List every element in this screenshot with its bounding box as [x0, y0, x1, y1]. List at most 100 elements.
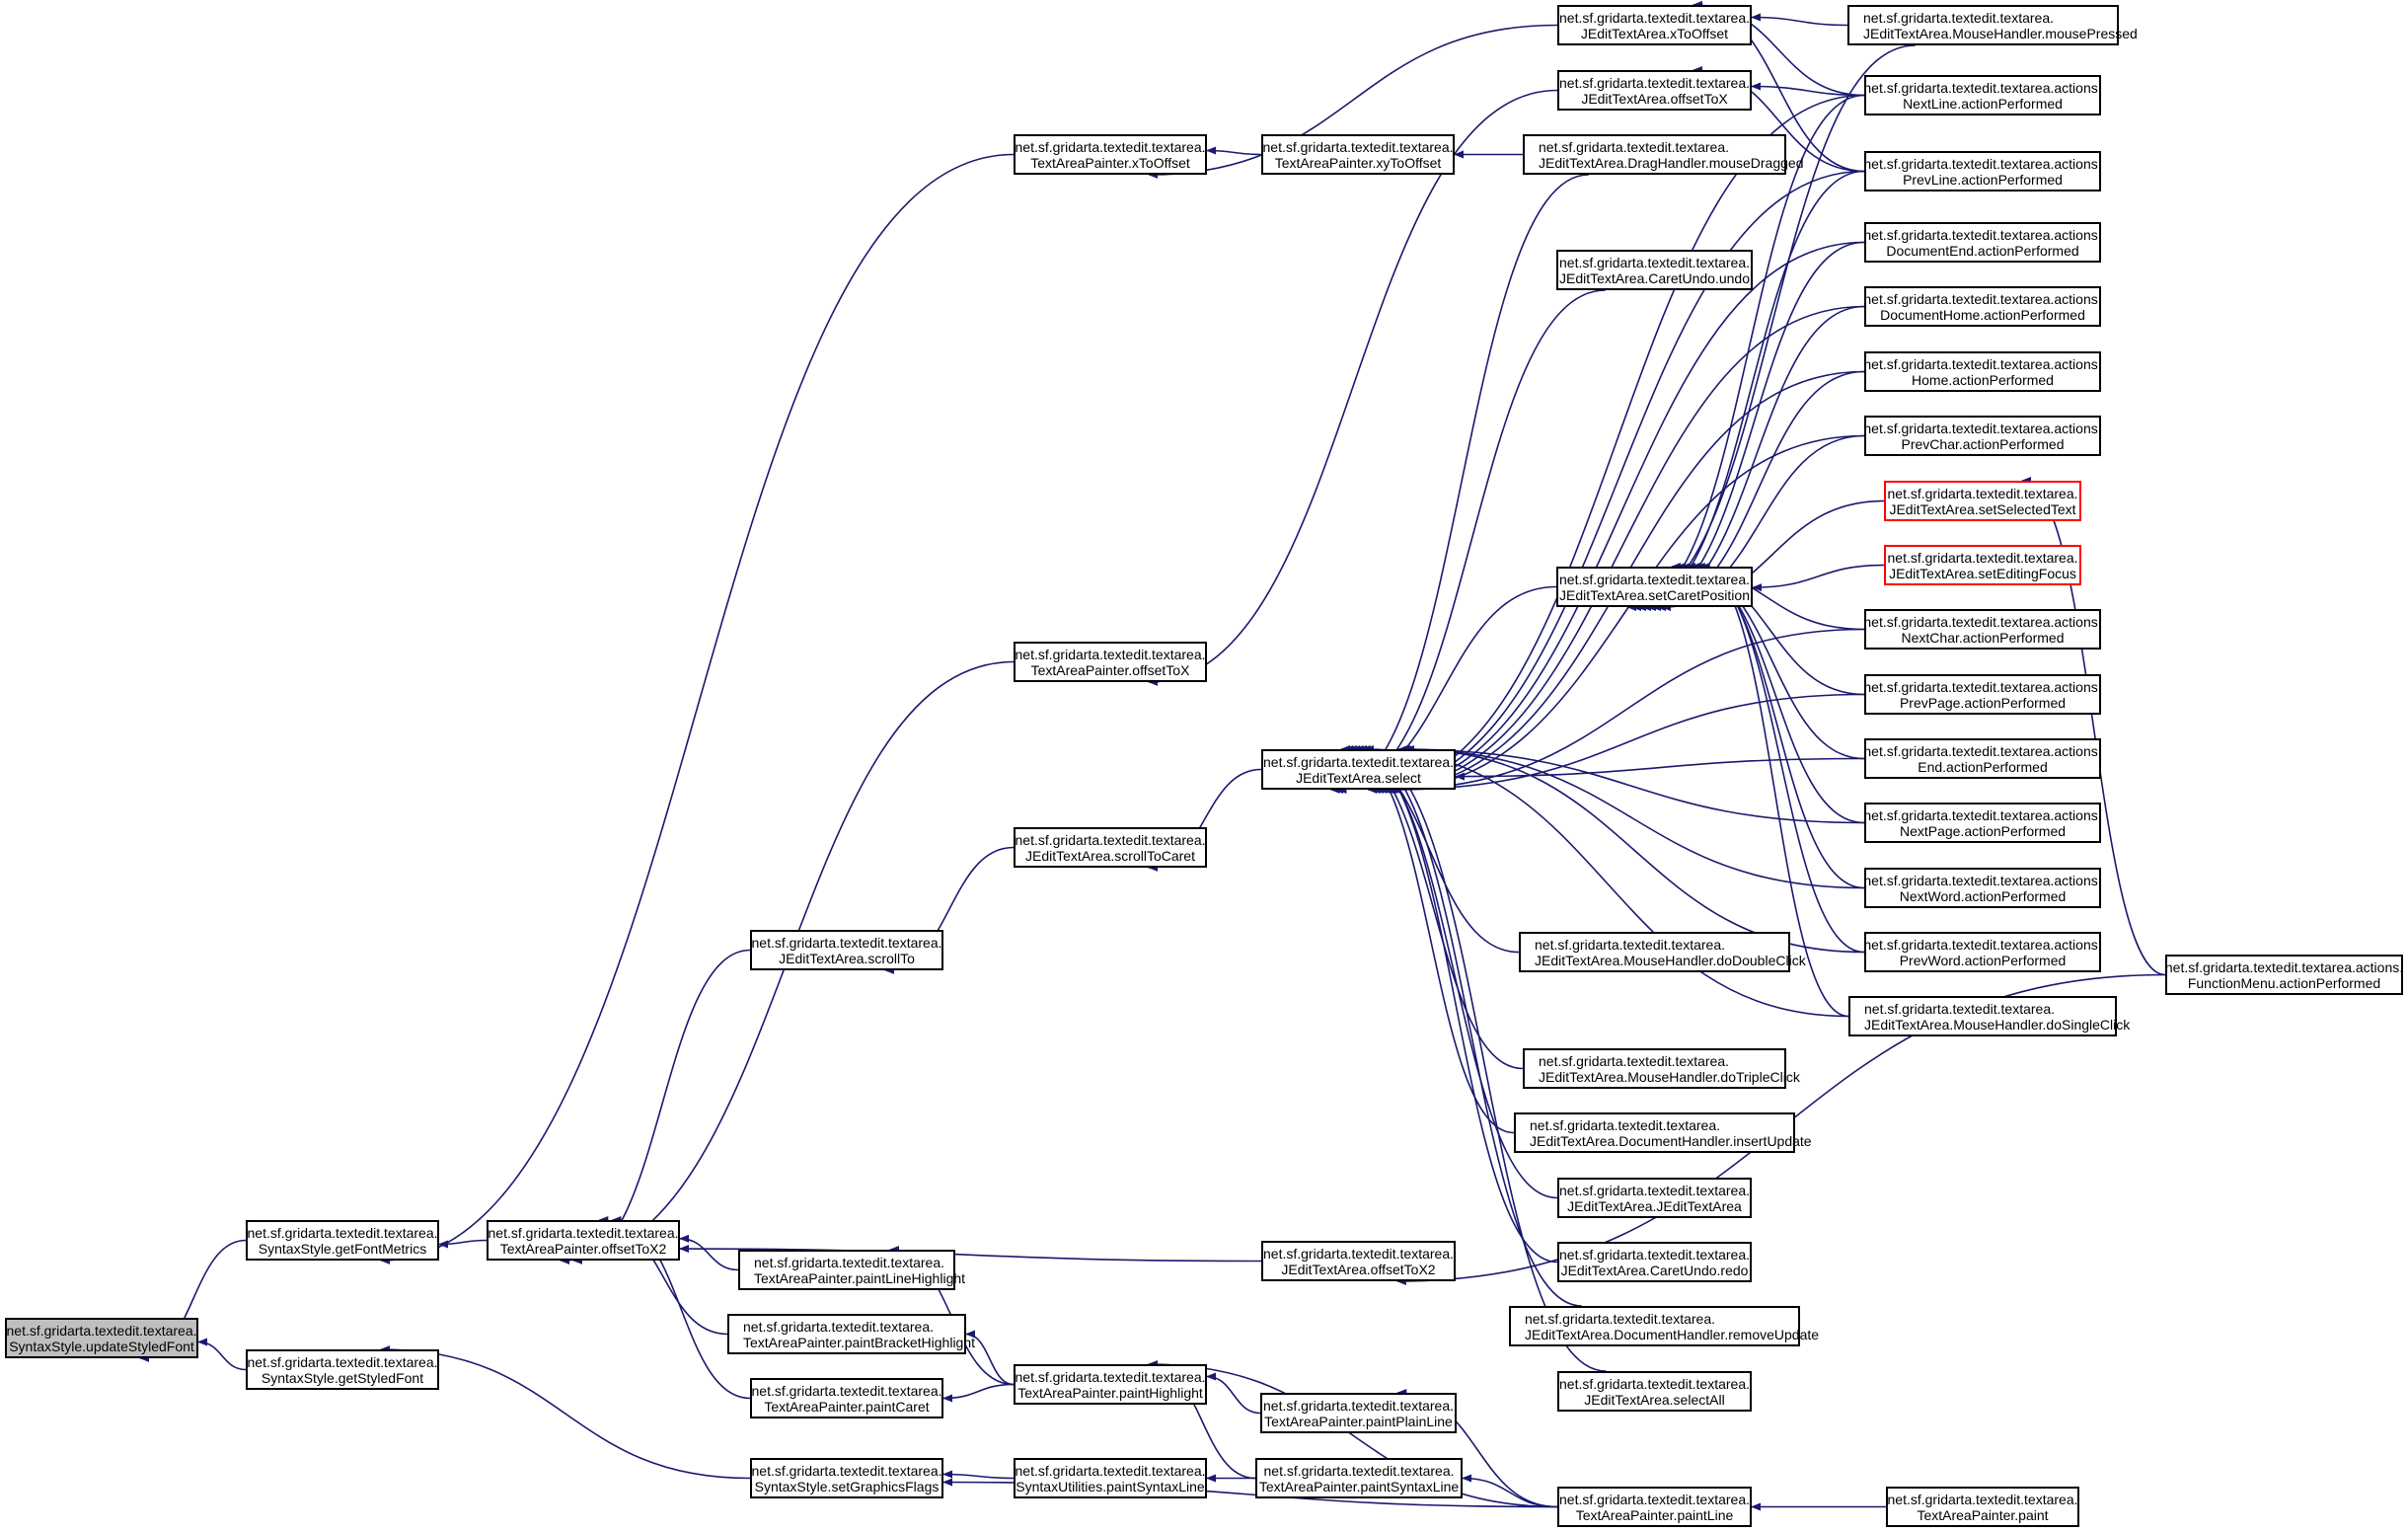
edge-nextWord-to-select: [1400, 745, 1865, 889]
graph-node-remove-update[interactable]: net.sf.gridarta.textedit.textarea.JEditT…: [1509, 1306, 1819, 1346]
node-package-label: net.sf.gridarta.textedit.textarea.: [1015, 646, 1206, 662]
graph-node-paint-bracket-highlight[interactable]: net.sf.gridarta.textedit.textarea.TextAr…: [727, 1314, 975, 1354]
edge-jetaXToOffset-to-tapXToOffset: [1148, 24, 1558, 179]
node-method-label: PrevChar.actionPerformed: [1901, 435, 2065, 452]
graph-node-jeta-x-to-offset[interactable]: net.sf.gridarta.textedit.textarea.JEditT…: [1557, 5, 1752, 45]
graph-node-prev-word[interactable]: net.sf.gridarta.textedit.textarea.action…: [1863, 932, 2102, 972]
graph-node-function-menu[interactable]: net.sf.gridarta.textedit.textarea.action…: [2165, 955, 2403, 995]
graph-node-paint-highlight[interactable]: net.sf.gridarta.textedit.textarea.TextAr…: [1014, 1364, 1207, 1405]
graph-node-scroll-to[interactable]: net.sf.gridarta.textedit.textarea.JEditT…: [750, 930, 943, 970]
graph-node-get-font-metrics[interactable]: net.sf.gridarta.textedit.textarea.Syntax…: [246, 1220, 439, 1261]
node-package-label: net.sf.gridarta.textedit.textarea.: [751, 1462, 942, 1479]
edge-prevPage-to-select: [1391, 693, 1865, 794]
node-method-label: NextChar.actionPerformed: [1901, 629, 2065, 646]
edge-documentEnd-to-select: [1374, 241, 1865, 794]
graph-node-set-selected-text[interactable]: net.sf.gridarta.textedit.textarea.JEditT…: [1884, 481, 2081, 521]
graph-node-mouse-dragged[interactable]: net.sf.gridarta.textedit.textarea.JEditT…: [1523, 134, 1803, 175]
edge-scrollTo-to-tapOffsetToX2: [572, 949, 751, 1264]
node-method-label: DocumentEnd.actionPerformed: [1886, 242, 2079, 259]
edge-nextLine-to-jetaOffsetToX: [1751, 82, 1865, 97]
node-method-label: SyntaxStyle.getFontMetrics: [258, 1240, 427, 1257]
node-method-label: JEditTextArea.MouseHandler.doTripleClick: [1539, 1068, 1800, 1085]
graph-node-paint-line-highlight[interactable]: net.sf.gridarta.textedit.textarea.TextAr…: [738, 1250, 965, 1290]
node-package-label: net.sf.gridarta.textedit.textarea.: [1525, 1310, 1715, 1327]
node-method-label: TextAreaPainter.paintBracketHighlight: [743, 1334, 976, 1350]
graph-node-jeta-offset-to-x2[interactable]: net.sf.gridarta.textedit.textarea.JEditT…: [1261, 1241, 1456, 1281]
graph-node-tap-xy-to-offset[interactable]: net.sf.gridarta.textedit.textarea.TextAr…: [1261, 134, 1455, 175]
graph-node-set-editing-focus[interactable]: net.sf.gridarta.textedit.textarea.JEditT…: [1884, 545, 2081, 585]
graph-node-prev-line[interactable]: net.sf.gridarta.textedit.textarea.action…: [1863, 151, 2102, 192]
graph-node-paint-caret[interactable]: net.sf.gridarta.textedit.textarea.TextAr…: [750, 1378, 943, 1418]
graph-node-get-styled-font[interactable]: net.sf.gridarta.textedit.textarea.Syntax…: [246, 1349, 439, 1390]
graph-node-next-char[interactable]: net.sf.gridarta.textedit.textarea.action…: [1863, 609, 2102, 650]
edge-tapOffsetToX2-to-getFontMetrics: [438, 1239, 488, 1249]
edge-paintPlainLine-to-paintHighlight: [1206, 1372, 1261, 1415]
node-method-label: NextPage.actionPerformed: [1899, 822, 2067, 839]
graph-node-next-word[interactable]: net.sf.gridarta.textedit.textarea.action…: [1863, 868, 2102, 908]
graph-node-select-all[interactable]: net.sf.gridarta.textedit.textarea.JEditT…: [1557, 1371, 1752, 1412]
node-package-label: net.sf.gridarta.textedit.textarea.: [1539, 1052, 1729, 1069]
node-method-label: TextAreaPainter.paintHighlight: [1017, 1384, 1203, 1401]
node-method-label: DocumentHome.actionPerformed: [1880, 306, 2085, 323]
node-method-label: JEditTextArea.DocumentHandler.insertUpda…: [1530, 1132, 1812, 1149]
node-method-label: TextAreaPainter.xyToOffset: [1274, 154, 1442, 171]
graph-node-do-double-click[interactable]: net.sf.gridarta.textedit.textarea.JEditT…: [1519, 932, 1806, 972]
graph-node-jeta-offset-to-x[interactable]: net.sf.gridarta.textedit.textarea.JEditT…: [1557, 70, 1752, 111]
node-method-label: TextAreaPainter.offsetToX: [1030, 661, 1190, 678]
node-package-label: net.sf.gridarta.textedit.textarea.: [1015, 831, 1206, 848]
graph-node-document-end[interactable]: net.sf.gridarta.textedit.textarea.action…: [1863, 222, 2102, 263]
graph-node-do-single-click[interactable]: net.sf.gridarta.textedit.textarea.JEditT…: [1848, 996, 2130, 1036]
edge-jetaOffsetToX2-to-tapOffsetToX2: [679, 1245, 1262, 1263]
graph-node-do-triple-click[interactable]: net.sf.gridarta.textedit.textarea.JEditT…: [1523, 1048, 1800, 1089]
node-package-label: net.sf.gridarta.textedit.textarea.action…: [1863, 226, 2102, 243]
node-method-label: FunctionMenu.actionPerformed: [2187, 974, 2381, 991]
graph-node-paint-plain-line[interactable]: net.sf.gridarta.textedit.textarea.TextAr…: [1260, 1393, 1457, 1433]
node-package-label: net.sf.gridarta.textedit.textarea.: [743, 1318, 934, 1335]
node-package-label: net.sf.gridarta.textedit.textarea.: [1863, 9, 2054, 26]
edge-end-to-select: [1455, 757, 1865, 781]
graph-node-paint[interactable]: net.sf.gridarta.textedit.textarea.TextAr…: [1886, 1487, 2079, 1527]
graph-node-caret-undo-undo[interactable]: net.sf.gridarta.textedit.textarea.JEditT…: [1556, 250, 1753, 290]
node-package-label: net.sf.gridarta.textedit.textarea.action…: [1863, 742, 2102, 759]
node-package-label: net.sf.gridarta.textedit.textarea.: [1263, 1397, 1454, 1414]
node-method-label: SyntaxStyle.updateStyledFont: [9, 1338, 194, 1354]
graph-node-tap-offset-to-x2[interactable]: net.sf.gridarta.textedit.textarea.TextAr…: [487, 1220, 680, 1261]
edge-prevWord-to-select: [1404, 745, 1865, 954]
edge-paintLine-to-paintHighlight: [1148, 1360, 1558, 1508]
graph-node-scroll-to-caret[interactable]: net.sf.gridarta.textedit.textarea.JEditT…: [1014, 827, 1207, 868]
node-method-label: JEditTextArea.MouseHandler.mousePressed: [1863, 25, 2138, 41]
graph-node-su-paint-syntax-line[interactable]: net.sf.gridarta.textedit.textarea.Syntax…: [1014, 1458, 1207, 1498]
graph-node-prev-char[interactable]: net.sf.gridarta.textedit.textarea.action…: [1863, 416, 2102, 456]
graph-node-next-page[interactable]: net.sf.gridarta.textedit.textarea.action…: [1863, 803, 2102, 843]
node-method-label: JEditTextArea.scrollTo: [779, 950, 915, 966]
node-method-label: Home.actionPerformed: [1912, 371, 2054, 388]
edge-paintHighlight-to-paintBracketHighlight: [965, 1330, 1015, 1386]
graph-node-mouse-pressed[interactable]: net.sf.gridarta.textedit.textarea.JEditT…: [1847, 5, 2138, 45]
graph-node-next-line[interactable]: net.sf.gridarta.textedit.textarea.action…: [1863, 75, 2102, 115]
graph-node-caret-undo-redo[interactable]: net.sf.gridarta.textedit.textarea.JEditT…: [1557, 1242, 1752, 1282]
graph-node-set-graphics-flags[interactable]: net.sf.gridarta.textedit.textarea.Syntax…: [750, 1458, 943, 1498]
node-package-label: net.sf.gridarta.textedit.textarea.: [1864, 1000, 2055, 1017]
node-package-label: net.sf.gridarta.textedit.textarea.: [1262, 138, 1454, 155]
edge-tapXyToOffset-to-tapXToOffset: [1206, 146, 1262, 156]
graph-node-insert-update[interactable]: net.sf.gridarta.textedit.textarea.JEditT…: [1514, 1112, 1812, 1153]
node-method-label: JEditTextArea.CaretUndo.redo: [1560, 1262, 1749, 1278]
graph-node-home[interactable]: net.sf.gridarta.textedit.textarea.action…: [1863, 351, 2102, 392]
graph-node-select[interactable]: net.sf.gridarta.textedit.textarea.JEditT…: [1261, 749, 1456, 790]
node-package-label: net.sf.gridarta.textedit.textarea.: [1559, 9, 1750, 26]
node-package-label: net.sf.gridarta.textedit.textarea.: [1559, 74, 1750, 91]
node-package-label: net.sf.gridarta.textedit.textarea.: [488, 1224, 679, 1241]
graph-node-set-caret-position[interactable]: net.sf.gridarta.textedit.textarea.JEditT…: [1556, 567, 1753, 607]
edge-removeUpdate-to-select: [1357, 745, 1582, 1307]
graph-node-tap-x-to-offset[interactable]: net.sf.gridarta.textedit.textarea.TextAr…: [1014, 134, 1207, 175]
graph-node-paint-line[interactable]: net.sf.gridarta.textedit.textarea.TextAr…: [1557, 1487, 1752, 1527]
graph-node-end[interactable]: net.sf.gridarta.textedit.textarea.action…: [1863, 738, 2102, 779]
graph-node-tap-paint-syntax-line[interactable]: net.sf.gridarta.textedit.textarea.TextAr…: [1255, 1458, 1463, 1498]
graph-node-jeta-constructor[interactable]: net.sf.gridarta.textedit.textarea.JEditT…: [1557, 1178, 1752, 1218]
node-package-label: net.sf.gridarta.textedit.textarea.: [1263, 1245, 1454, 1262]
graph-node-tap-offset-to-x[interactable]: net.sf.gridarta.textedit.textarea.TextAr…: [1014, 642, 1207, 682]
edge-insertUpdate-to-select: [1346, 745, 1515, 1134]
node-method-label: TextAreaPainter.offsetToX2: [499, 1240, 667, 1257]
graph-node-document-home[interactable]: net.sf.gridarta.textedit.textarea.action…: [1863, 286, 2102, 327]
graph-node-prev-page[interactable]: net.sf.gridarta.textedit.textarea.action…: [1863, 674, 2102, 715]
